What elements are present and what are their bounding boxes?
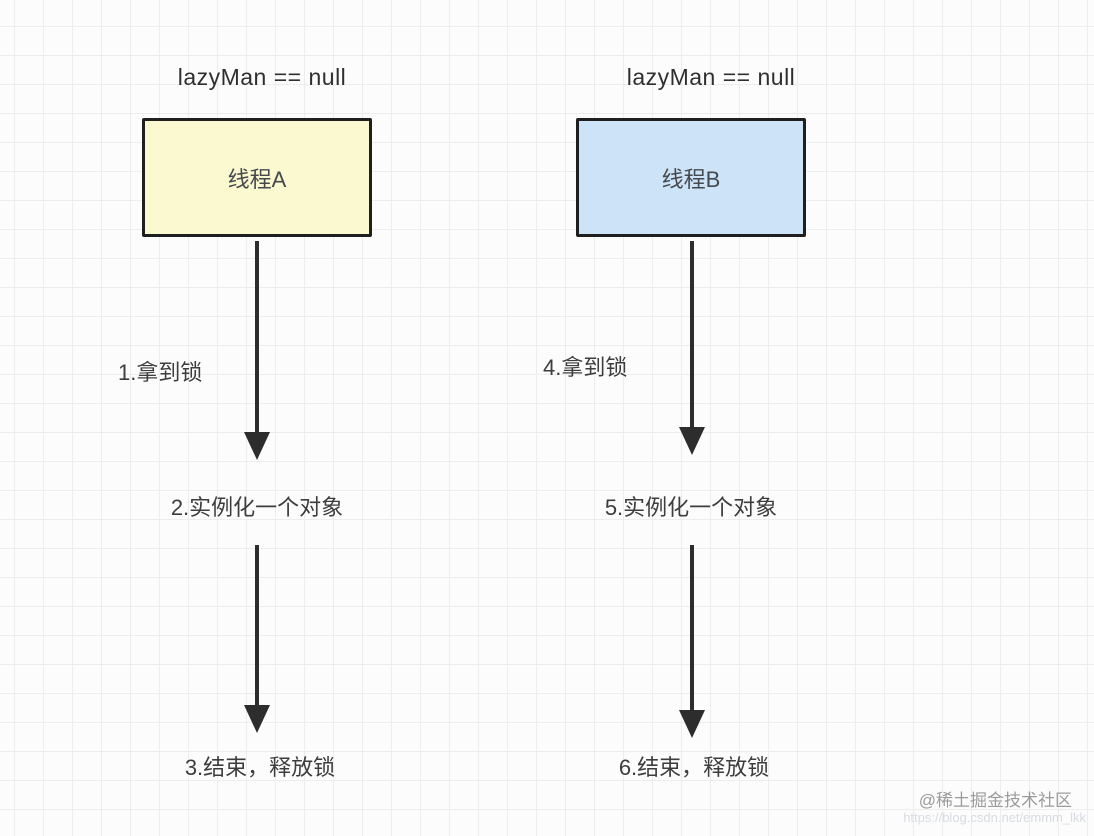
step-label-3: 3.结束，释放锁 bbox=[184, 755, 336, 780]
thread-a-box: 线程A bbox=[142, 118, 372, 237]
arrow-thread-b-step4 bbox=[679, 241, 705, 455]
condition-label-thread-a: lazyMan == null bbox=[177, 64, 347, 90]
condition-label-thread-b: lazyMan == null bbox=[626, 64, 796, 90]
arrow-shaft bbox=[690, 241, 694, 427]
arrow-head-icon bbox=[679, 710, 705, 738]
watermark-url: https://blog.csdn.net/emmm_lkk bbox=[903, 810, 1086, 825]
arrow-thread-a-step1 bbox=[244, 241, 270, 460]
watermark-community: @稀土掘金技术社区 bbox=[918, 791, 1072, 810]
step-label-2: 2.实例化一个对象 bbox=[170, 495, 344, 520]
step-label-5: 5.实例化一个对象 bbox=[604, 495, 778, 520]
thread-b-box-label: 线程B bbox=[661, 166, 721, 192]
step-label-6: 6.结束，释放锁 bbox=[618, 755, 770, 780]
thread-b-box: 线程B bbox=[576, 118, 806, 237]
step-label-1: 1.拿到锁 bbox=[118, 360, 203, 385]
step-label-4: 4.拿到锁 bbox=[543, 355, 628, 380]
arrow-head-icon bbox=[679, 427, 705, 455]
arrow-head-icon bbox=[244, 705, 270, 733]
arrow-shaft bbox=[255, 241, 259, 432]
arrow-thread-b-step5 bbox=[679, 545, 705, 738]
arrow-shaft bbox=[255, 545, 259, 705]
arrow-shaft bbox=[690, 545, 694, 710]
arrow-thread-a-step2 bbox=[244, 545, 270, 733]
thread-a-box-label: 线程A bbox=[227, 166, 287, 192]
arrow-head-icon bbox=[244, 432, 270, 460]
